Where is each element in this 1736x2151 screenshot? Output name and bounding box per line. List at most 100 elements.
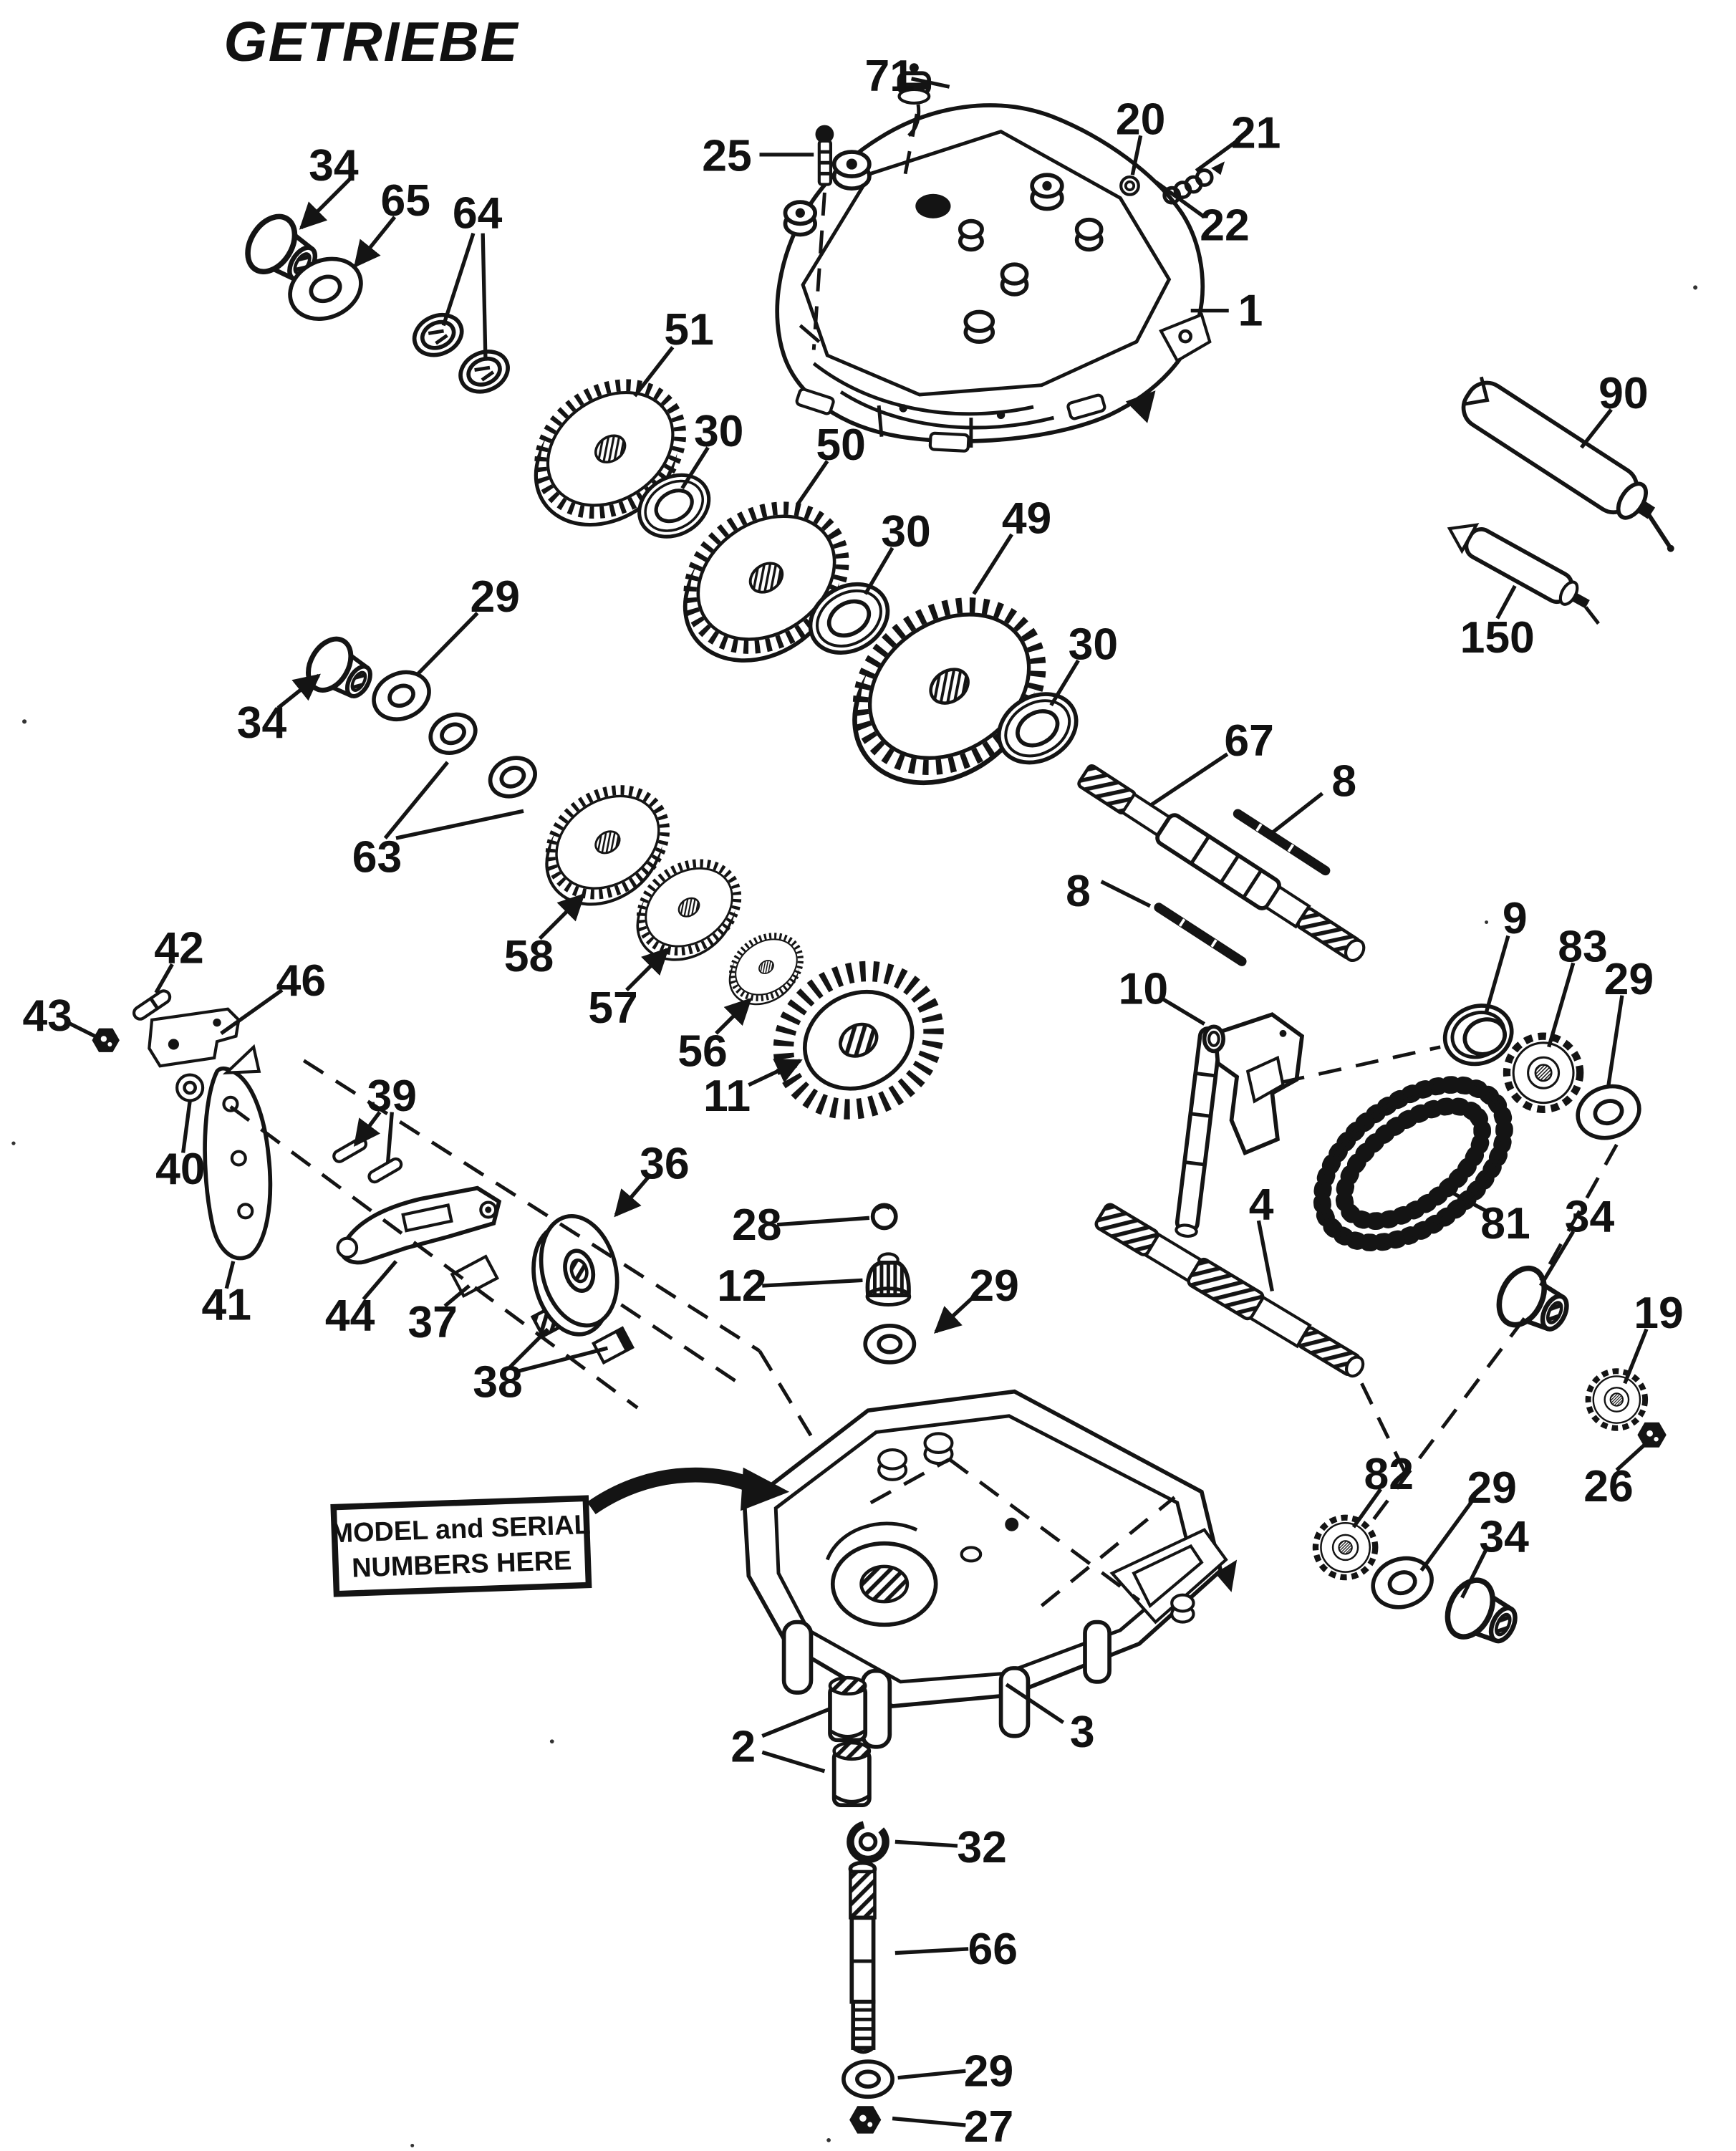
washer-29-lowerright bbox=[1371, 1556, 1434, 1609]
part-label-29: 29 bbox=[1467, 1463, 1516, 1513]
case-side-hardware bbox=[1109, 1528, 1238, 1625]
friction-disc-36 bbox=[531, 1213, 619, 1337]
part-label-41: 41 bbox=[202, 1279, 251, 1329]
pin-42 bbox=[132, 989, 172, 1021]
part-label-10: 10 bbox=[1119, 963, 1168, 1014]
slotted-washer-64b bbox=[458, 350, 510, 394]
bearing-63a bbox=[428, 712, 478, 755]
part-label-65: 65 bbox=[380, 175, 430, 226]
part-label-37: 37 bbox=[408, 1297, 457, 1347]
housing-top-cover bbox=[775, 103, 1212, 453]
part-label-1: 1 bbox=[1238, 286, 1263, 336]
sprocket-82 bbox=[1316, 1518, 1375, 1577]
part-label-49: 49 bbox=[1002, 493, 1051, 543]
part-label-32: 32 bbox=[957, 1822, 1006, 1872]
shaft-4 bbox=[1094, 1203, 1365, 1378]
part-label-28: 28 bbox=[732, 1200, 781, 1250]
part-label-64: 64 bbox=[453, 188, 503, 238]
pad-37 bbox=[450, 1254, 500, 1299]
cover-bolt bbox=[815, 125, 834, 186]
key-8-upper bbox=[1233, 809, 1331, 876]
leader-lines bbox=[64, 77, 1649, 2127]
part-label-34: 34 bbox=[309, 140, 359, 191]
washer-65 bbox=[288, 256, 363, 321]
part-label-150: 150 bbox=[1460, 612, 1535, 663]
washer-29-center bbox=[863, 1324, 917, 1365]
part-label-4: 4 bbox=[1249, 1179, 1274, 1229]
bushing-34-right bbox=[1490, 1261, 1577, 1344]
part-label-71: 71 bbox=[865, 51, 915, 101]
part-label-39: 39 bbox=[367, 1071, 417, 1121]
part-label-46: 46 bbox=[276, 956, 326, 1006]
part-label-34: 34 bbox=[1565, 1191, 1615, 1241]
slotted-washer-64a bbox=[412, 312, 464, 357]
part-label-29: 29 bbox=[969, 1261, 1018, 1311]
part-label-56: 56 bbox=[677, 1026, 727, 1076]
key-8-lower bbox=[1154, 903, 1247, 966]
poppet-washer bbox=[1119, 175, 1140, 196]
part-label-8: 8 bbox=[1331, 756, 1356, 807]
part-label-30: 30 bbox=[1069, 619, 1118, 669]
part-label-8: 8 bbox=[1066, 866, 1091, 916]
bushing-34-mid bbox=[299, 632, 380, 710]
nut-27 bbox=[852, 2107, 879, 2132]
roller-chain-81 bbox=[1313, 1076, 1513, 1251]
grease-tube-90 bbox=[1461, 376, 1674, 552]
washer-29-right bbox=[1576, 1084, 1641, 1140]
part-label-40: 40 bbox=[155, 1144, 205, 1194]
lock-washer-32 bbox=[847, 1820, 889, 1864]
note-arrow bbox=[587, 1467, 790, 1515]
spacer-2a bbox=[828, 1675, 868, 1743]
part-label-81: 81 bbox=[1480, 1198, 1530, 1248]
bearing-9 bbox=[1442, 1004, 1514, 1067]
cover-bosses bbox=[783, 150, 1104, 344]
part-label-2: 2 bbox=[730, 1722, 756, 1772]
part-label-34: 34 bbox=[237, 698, 287, 748]
part-label-57: 57 bbox=[588, 983, 637, 1033]
glue-tube-150 bbox=[1447, 523, 1600, 625]
washer-29-bottom bbox=[842, 2059, 894, 2099]
part-label-51: 51 bbox=[664, 304, 713, 355]
part-label-63: 63 bbox=[352, 832, 402, 882]
housing-bottom-case bbox=[742, 1389, 1238, 1749]
part-label-11: 11 bbox=[703, 1071, 751, 1121]
model-serial-note: MODEL and SERIAL NUMBERS HERE bbox=[330, 1495, 592, 1597]
scan-specks bbox=[11, 285, 1698, 2147]
shaft-67 bbox=[1077, 764, 1366, 963]
part-label-82: 82 bbox=[1364, 1449, 1413, 1499]
spacer-2b bbox=[831, 1741, 872, 1808]
part-label-20: 20 bbox=[1116, 95, 1165, 145]
part-label-38: 38 bbox=[473, 1357, 522, 1407]
bevel-pinion-12 bbox=[865, 1252, 912, 1307]
part-label-27: 27 bbox=[964, 2102, 1013, 2151]
part-label-29: 29 bbox=[1604, 954, 1654, 1004]
gear-56 bbox=[715, 923, 814, 1017]
nut-43 bbox=[92, 1028, 120, 1052]
detent-spring bbox=[1162, 161, 1225, 205]
part-label-29: 29 bbox=[964, 2046, 1013, 2096]
pins-39 bbox=[332, 1137, 403, 1184]
bushing-34-bottom bbox=[1439, 1573, 1525, 1656]
shift-fork-44 bbox=[336, 1185, 502, 1265]
part-label-30: 30 bbox=[881, 506, 930, 557]
washer-29-mid bbox=[372, 670, 431, 721]
lever-41 bbox=[203, 1044, 273, 1261]
part-label-58: 58 bbox=[504, 931, 554, 981]
sprocket-19 bbox=[1588, 1371, 1646, 1428]
part-label-12: 12 bbox=[717, 1261, 766, 1311]
part-label-22: 22 bbox=[1200, 200, 1249, 250]
part-label-83: 83 bbox=[1558, 922, 1607, 972]
part-label-42: 42 bbox=[154, 923, 203, 973]
stud-66 bbox=[848, 1860, 877, 2054]
part-label-25: 25 bbox=[702, 131, 751, 181]
part-label-9: 9 bbox=[1503, 893, 1528, 943]
part-label-36: 36 bbox=[640, 1139, 689, 1189]
part-label-30: 30 bbox=[694, 406, 743, 456]
nut-26 bbox=[1637, 1422, 1667, 1448]
part-label-21: 21 bbox=[1231, 108, 1281, 158]
part-label-50: 50 bbox=[816, 420, 865, 470]
vent-cap bbox=[897, 63, 932, 138]
